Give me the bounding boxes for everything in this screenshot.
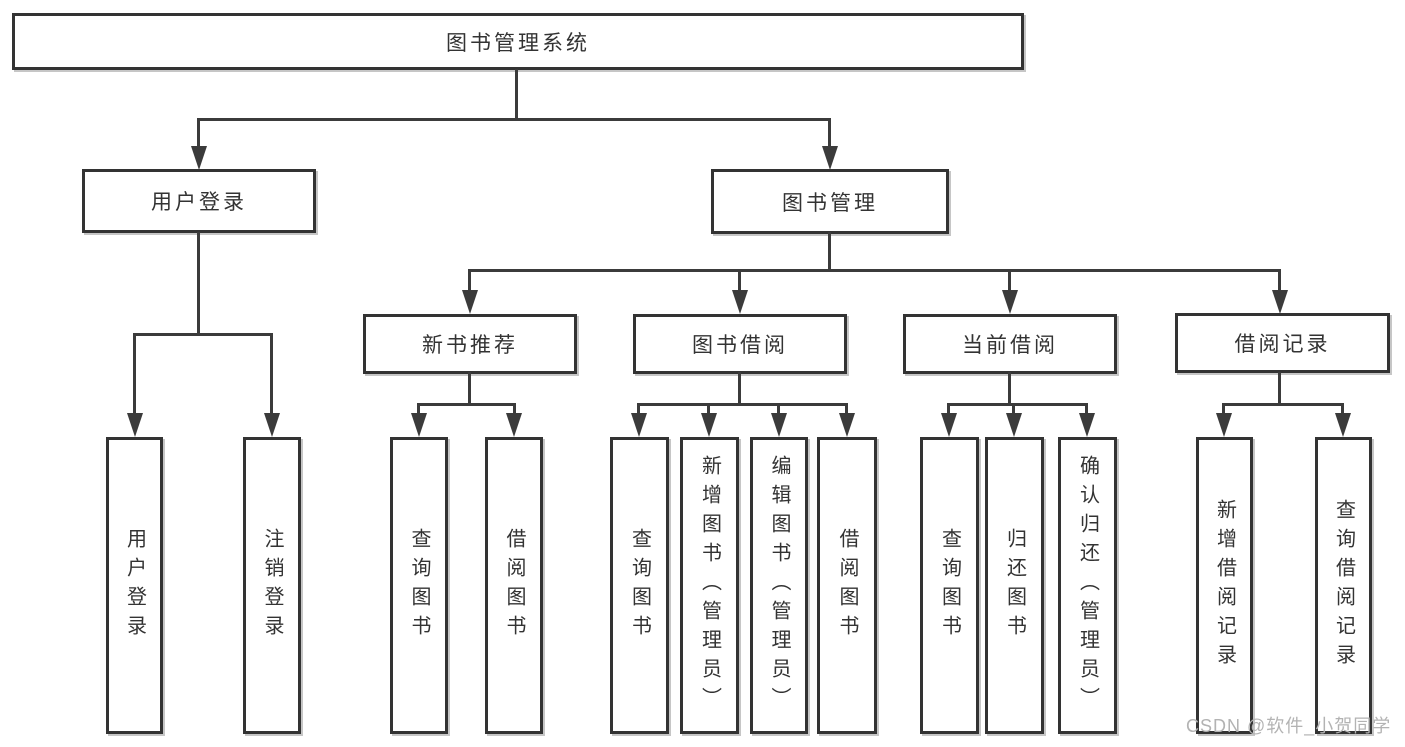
node-user-login: 用户登录 xyxy=(82,169,316,233)
node-root-label: 图书管理系统 xyxy=(446,31,590,55)
arrowhead-query-book-2-icon xyxy=(631,413,647,437)
connector-drop-query-book-2 xyxy=(637,403,640,417)
connector-drop-confirm-return xyxy=(1085,403,1088,417)
connector-drop-user-login xyxy=(197,118,200,150)
connector-drop-edit-book xyxy=(777,403,780,417)
node-new-book-recommend: 新书推荐 xyxy=(363,314,577,374)
leaf-add-borrow-record-label: 新增借阅记录 xyxy=(1213,498,1236,673)
leaf-user-login: 用户登录 xyxy=(106,437,163,734)
connector-drop-query-book-1 xyxy=(417,403,420,417)
connector-drop-book-borrow xyxy=(738,269,741,295)
leaf-confirm-return-admin: 确认归还（管理员） xyxy=(1058,437,1117,734)
connector-book-management-stub xyxy=(828,232,831,272)
leaf-query-book-2: 查询图书 xyxy=(610,437,669,734)
arrowhead-add-book-icon xyxy=(701,413,717,437)
arrowhead-borrow-record-icon xyxy=(1272,290,1288,314)
leaf-add-borrow-record: 新增借阅记录 xyxy=(1196,437,1253,734)
leaf-query-book-3-label: 查询图书 xyxy=(938,527,961,644)
connector-borrow-record-rail xyxy=(1222,403,1344,406)
csdn-watermark: CSDN @软件_小贺同学 xyxy=(1186,716,1392,736)
connector-drop-add-record xyxy=(1222,403,1225,417)
leaf-logout-label: 注销登录 xyxy=(261,527,283,644)
connector-book-borrow-rail xyxy=(637,403,848,406)
connector-user-login-stub xyxy=(197,232,200,335)
arrowhead-query-record-icon xyxy=(1335,413,1351,437)
leaf-return-book: 归还图书 xyxy=(985,437,1044,734)
node-book-management-label: 图书管理 xyxy=(782,191,878,215)
arrowhead-new-book-icon xyxy=(462,290,478,314)
leaf-query-book-1: 查询图书 xyxy=(390,437,448,734)
connector-root-stub xyxy=(515,69,518,121)
arrowhead-current-borrow-icon xyxy=(1002,290,1018,314)
connector-current-borrow-stub xyxy=(1008,372,1011,406)
arrowhead-borrow-book-2-icon xyxy=(839,413,855,437)
leaf-logout: 注销登录 xyxy=(243,437,301,734)
leaf-edit-book-admin: 编辑图书（管理员） xyxy=(750,437,808,734)
connector-new-book-rail xyxy=(417,403,516,406)
leaf-user-login-label: 用户登录 xyxy=(123,527,146,644)
leaf-query-book-3: 查询图书 xyxy=(920,437,979,734)
node-book-borrow: 图书借阅 xyxy=(633,314,847,374)
arrowhead-query-book-3-icon xyxy=(941,413,957,437)
connector-drop-query-book-3 xyxy=(947,403,950,417)
connector-book-borrow-stub xyxy=(738,372,741,406)
connector-drop-return-book xyxy=(1012,403,1015,417)
connector-level3-rail xyxy=(468,269,1281,272)
leaf-query-borrow-record-label: 查询借阅记录 xyxy=(1332,498,1355,673)
connector-drop-borrow-record xyxy=(1278,269,1281,295)
connector-drop-leaf-logout xyxy=(270,333,273,415)
arrowhead-edit-book-icon xyxy=(771,413,787,437)
connector-drop-new-book xyxy=(468,269,471,295)
leaf-edit-book-admin-label: 编辑图书（管理员） xyxy=(768,455,790,716)
connector-new-book-stub xyxy=(468,372,471,406)
arrowhead-leaf-user-login-icon xyxy=(127,413,143,437)
leaf-return-book-label: 归还图书 xyxy=(1003,527,1026,644)
leaf-query-borrow-record: 查询借阅记录 xyxy=(1315,437,1372,734)
node-book-management: 图书管理 xyxy=(711,169,949,234)
arrowhead-borrow-book-1-icon xyxy=(506,413,522,437)
connector-level2-rail xyxy=(197,118,831,121)
connector-drop-leaf-user-login xyxy=(133,333,136,415)
leaf-borrow-book-2: 借阅图书 xyxy=(817,437,877,734)
node-current-borrow: 当前借阅 xyxy=(903,314,1117,374)
connector-drop-query-record xyxy=(1341,403,1344,417)
arrowhead-book-management-icon xyxy=(822,146,838,170)
node-borrow-record: 借阅记录 xyxy=(1175,313,1390,373)
connector-drop-current-borrow xyxy=(1008,269,1011,295)
connector-drop-borrow-book-1 xyxy=(513,403,516,417)
arrowhead-confirm-return-icon xyxy=(1079,413,1095,437)
connector-drop-borrow-book-2 xyxy=(845,403,848,417)
arrowhead-book-borrow-icon xyxy=(732,290,748,314)
node-user-login-label: 用户登录 xyxy=(151,191,247,214)
leaf-query-book-2-label: 查询图书 xyxy=(628,527,651,644)
connector-drop-book-management xyxy=(828,118,831,150)
connector-borrow-record-stub xyxy=(1278,372,1281,406)
arrowhead-return-book-icon xyxy=(1006,413,1022,437)
connector-current-borrow-rail xyxy=(947,403,1088,406)
node-current-borrow-label: 当前借阅 xyxy=(962,334,1058,357)
leaf-borrow-book-2-label: 借阅图书 xyxy=(836,527,858,644)
arrowhead-leaf-logout-icon xyxy=(264,413,280,437)
leaf-confirm-return-admin-label: 确认归还（管理员） xyxy=(1076,455,1099,716)
leaf-borrow-book-1-label: 借阅图书 xyxy=(503,527,525,644)
leaf-add-book-admin: 新增图书（管理员） xyxy=(680,437,739,734)
arrowhead-query-book-1-icon xyxy=(411,413,427,437)
connector-drop-add-book xyxy=(707,403,710,417)
leaf-query-book-1-label: 查询图书 xyxy=(408,527,430,644)
arrowhead-add-record-icon xyxy=(1216,413,1232,437)
node-new-book-recommend-label: 新书推荐 xyxy=(422,334,518,357)
node-root: 图书管理系统 xyxy=(12,13,1024,70)
connector-user-login-rail xyxy=(133,333,273,336)
arrowhead-user-login-icon xyxy=(191,146,207,170)
leaf-borrow-book-1: 借阅图书 xyxy=(485,437,543,734)
node-borrow-record-label: 借阅记录 xyxy=(1234,333,1331,356)
node-book-borrow-label: 图书借阅 xyxy=(692,334,788,357)
leaf-add-book-admin-label: 新增图书（管理员） xyxy=(698,455,721,716)
